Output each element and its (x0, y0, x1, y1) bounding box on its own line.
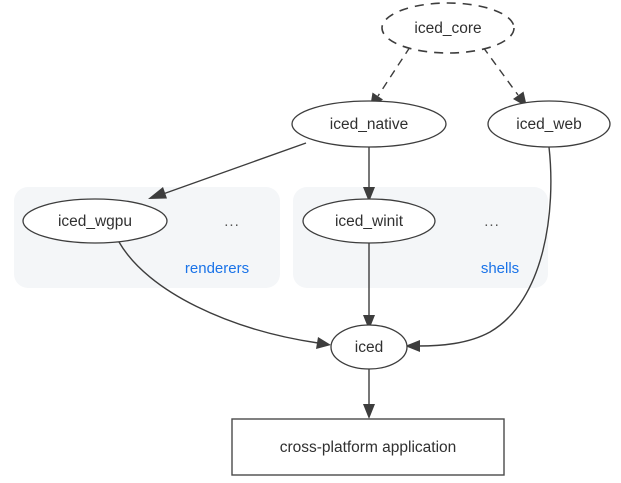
node-iced-web[interactable]: iced_web (487, 100, 611, 148)
edge-iced-native-to-iced-winit (363, 147, 375, 202)
edge-iced-wgpu-to-iced-line (118, 241, 319, 344)
node-iced-winit-shape[interactable] (302, 198, 436, 244)
node-iced-wgpu[interactable]: iced_wgpu (22, 198, 168, 244)
edge-iced-native-to-iced-winit-arrowhead (363, 187, 375, 202)
node-iced-wgpu-label: iced_wgpu (58, 213, 132, 230)
edge-iced-core-to-iced-native (370, 46, 411, 108)
node-cross-platform-application[interactable]: cross-platform application (231, 418, 505, 476)
edge-iced-wgpu-to-iced-arrowhead (316, 337, 331, 349)
node-iced-winit[interactable]: iced_winit (302, 198, 436, 244)
edge-iced-to-application (363, 369, 375, 419)
node-iced[interactable]: iced (330, 324, 408, 370)
node-iced-label: iced (355, 339, 383, 356)
node-iced-core-shape[interactable] (381, 2, 515, 54)
node-iced-shape[interactable] (330, 324, 408, 370)
edge-iced-native-to-iced-wgpu (148, 142, 307, 199)
edge-iced-core-to-iced-web (482, 46, 527, 107)
edge-iced-to-application-arrowhead (363, 404, 375, 419)
node-iced-web-shape[interactable] (487, 100, 611, 148)
node-iced-web-label: iced_web (516, 116, 582, 133)
node-iced-native[interactable]: iced_native (291, 100, 447, 148)
node-iced-native-label: iced_native (330, 116, 408, 133)
edge-iced-core-to-iced-native-line (377, 46, 411, 97)
edge-iced-winit-to-iced (363, 242, 375, 330)
node-iced-winit-label: iced_winit (335, 213, 404, 230)
cluster-shells-label: shells (481, 260, 519, 277)
cluster-renderers-ellipsis: ... (224, 213, 240, 230)
edge-iced-wgpu-to-iced (118, 241, 331, 349)
edge-iced-native-to-iced-wgpu-arrowhead (148, 187, 167, 199)
edge-iced-web-to-iced (405, 146, 552, 352)
edge-iced-web-to-iced-arrowhead (405, 340, 420, 352)
node-iced-wgpu-shape[interactable] (22, 198, 168, 244)
edge-iced-native-to-iced-wgpu-line (162, 142, 307, 195)
node-cross-platform-application-label: cross-platform application (280, 439, 457, 456)
cluster-renderers-label: renderers (185, 260, 249, 277)
node-iced-core[interactable]: iced_core (381, 2, 515, 54)
edge-iced-web-to-iced-line (417, 146, 552, 347)
node-cross-platform-application-shape[interactable] (231, 418, 505, 476)
cluster-shells-ellipsis: ... (484, 213, 500, 230)
edge-iced-core-to-iced-web-line (482, 46, 519, 96)
node-iced-core-label: iced_core (414, 20, 481, 37)
node-iced-native-shape[interactable] (291, 100, 447, 148)
edge-iced-winit-to-iced-arrowhead (363, 315, 375, 330)
